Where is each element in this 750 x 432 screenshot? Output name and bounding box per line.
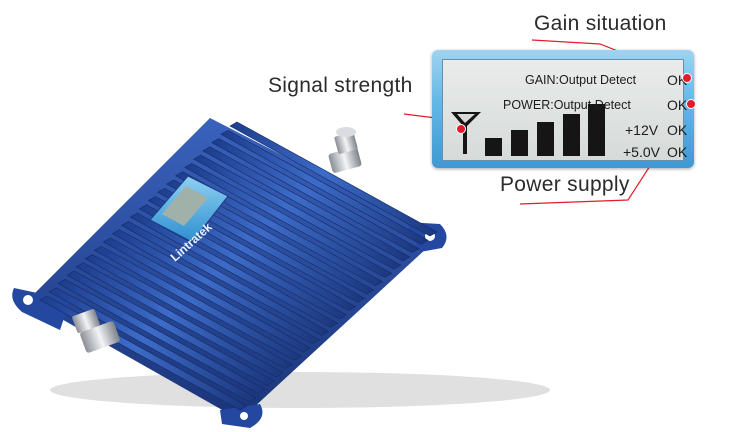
power-output-detect-label: POWER:Output Detect [503, 98, 631, 112]
heat-sink-fin [129, 212, 339, 328]
lcd-screen: GAIN:Output Detect OK POWER:Output Detec… [442, 59, 688, 161]
signal-bar-4 [563, 114, 580, 156]
signal-bar-5 [588, 104, 605, 156]
power-supply-label: Power supply [500, 173, 630, 196]
heat-sink-fin [184, 163, 393, 278]
signal-bar-1 [485, 138, 502, 156]
gain-output-detect-label: GAIN:Output Detect [525, 73, 637, 87]
heat-sink-fin [202, 146, 411, 262]
gain-marker-dot [682, 73, 692, 83]
signal-marker-dot [456, 124, 466, 134]
power-status: OK [667, 97, 688, 113]
signal-strength-label: Signal strength [268, 74, 413, 97]
heat-sink-fin [193, 154, 402, 270]
lcd-zoom-panel: GAIN:Output Detect OK POWER:Output Detec… [432, 50, 694, 168]
heat-sink-fin [102, 237, 311, 353]
heat-sink-fin [211, 138, 420, 253]
heat-sink-fin [48, 287, 257, 403]
heat-sink-fin [175, 171, 384, 287]
heat-sink-fin [84, 254, 293, 369]
heat-sink-fin [111, 229, 320, 345]
antenna-icon [451, 112, 481, 154]
heat-sink-fin [75, 262, 284, 378]
signal-bar-3 [537, 122, 554, 156]
heat-sink-fin [229, 121, 438, 237]
voltage-5v-label: +5.0V [623, 144, 660, 160]
heat-sink-fin [220, 129, 429, 245]
heat-sink-fin [120, 221, 330, 336]
heat-sink-fin [57, 279, 266, 394]
gain-situation-label: Gain situation [534, 12, 667, 35]
heat-sink-fin [66, 270, 275, 386]
voltage-5v-status: OK [667, 144, 688, 160]
voltage-12v-label: +12V [625, 122, 659, 138]
power-marker-dot [686, 99, 696, 109]
voltage-12v-status: OK [667, 122, 688, 138]
signal-bar-2 [511, 130, 528, 156]
heat-sink-fin [93, 245, 302, 361]
